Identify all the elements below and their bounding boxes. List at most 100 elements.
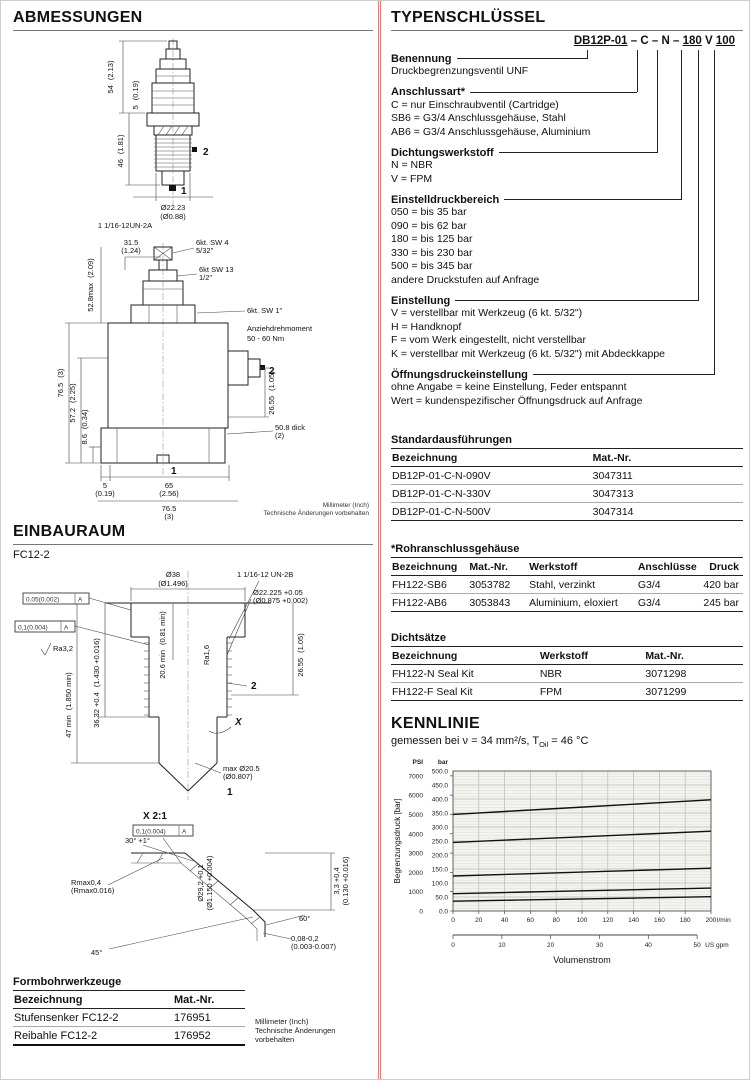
changes-note-line2: Technische Änderungen vorbehalten	[255, 1026, 336, 1044]
dim-46: 46(1.81)	[116, 134, 125, 167]
chart-lmin-tick-label: 140	[628, 917, 639, 924]
chart-curve-050	[452, 896, 712, 903]
dim-54: 54(2.13)	[106, 60, 115, 93]
column-header: Mat.-Nr.	[644, 646, 743, 665]
type-code-part: –	[669, 35, 683, 47]
table-cell: 245 bar	[700, 593, 743, 612]
chart-curve-330	[452, 830, 712, 844]
type-code-part: –	[627, 35, 641, 47]
chart-lmin-tick-label: 40	[501, 917, 509, 924]
thread-spec: 1 1/16-12UN-2A	[98, 221, 152, 230]
svg-text:0,05(0.002): 0,05(0.002)	[26, 597, 59, 604]
ts-section-title: Anschlussart*	[391, 86, 465, 98]
dim-47: 47 min(1.850 min)	[64, 672, 73, 738]
dim-dia29-2-inch: (Ø1.150 +0.004)	[205, 855, 214, 910]
type-code-part: 100	[715, 35, 735, 47]
chart-gpm-tick-label: 20	[547, 942, 555, 949]
dim-rmax-inch: (Rmax0.016)	[71, 886, 115, 895]
ts-section-title: Einstellung	[391, 294, 451, 307]
column-header: Bezeichnung	[391, 557, 469, 576]
torque-value: 50 - 60 Nm	[247, 334, 284, 343]
kennlinie-subtitle-sub: Oil	[539, 740, 549, 750]
chart-lmin-tick-label: 20	[475, 917, 483, 924]
svg-text:0,1(0.004): 0,1(0.004)	[18, 625, 48, 632]
table-cell: 3071298	[644, 664, 743, 683]
dim-max-dia: max Ø20.5	[223, 764, 260, 773]
dim-3-3-inch: (0.130 +0.016)	[341, 856, 350, 905]
type-code-part: DB12P-01	[573, 35, 628, 47]
ts-section-title-row: Dichtungswerkstoff	[391, 146, 743, 159]
thread-spec: 1 1/16-12 UN-2B	[237, 570, 293, 579]
table-cell: NBR	[538, 664, 645, 683]
column-divider	[378, 1, 381, 1079]
dim-31-5-inch: (1.24)	[121, 246, 141, 255]
left-column: ABMESSUNGEN	[13, 9, 373, 1046]
dichtsaetze-title: Dichtsätze	[391, 632, 447, 644]
dimension-lines	[119, 40, 213, 201]
dim-0-08-inch: (0.003-0.007)	[291, 942, 337, 951]
ts-section-title: Einstelldruckbereich	[391, 193, 500, 206]
chart-y-title: Begrenzungsdruck [bar]	[393, 799, 402, 884]
type-code: DB12P-01 – C – N – 180 V 100	[391, 35, 743, 52]
chart-lmin-axis-label: l/min	[717, 917, 731, 924]
chart-bar-tick-label: 50.0	[435, 895, 448, 902]
ts-item: andere Druckstufen auf Anfrage	[391, 273, 540, 286]
formbohrwerkzeuge-title: Formbohrwerkzeuge	[13, 976, 122, 988]
chart-bar-tick-label: 200.0	[432, 853, 449, 860]
ts-item: 180 = bis 125 bar	[391, 233, 473, 245]
chart-bar-tick-label: 150.0	[432, 867, 449, 874]
dim-dia22: Ø22.225 +0.05	[253, 588, 303, 597]
dim-65: 65	[165, 481, 173, 490]
chart-lmin-tick-label: 120	[602, 917, 613, 924]
ts-item: V = verstellbar mit Werkzeug (6 kt. 5/32…	[391, 307, 583, 319]
ts-item: H = Handknopf	[391, 320, 462, 333]
standard-title: Standardausführungen	[391, 434, 513, 446]
chart-bar-tick-label: 350.0	[432, 811, 449, 818]
ts-item: C = nur Einschraubventil (Cartridge)	[391, 98, 559, 111]
ts-connector-vline	[698, 50, 699, 301]
valve-body-outline	[100, 246, 265, 464]
kennlinie-heading: KENNLINIE	[391, 715, 743, 734]
einbauraum-title: EINBAURAUM	[13, 523, 126, 540]
table-cell: 3047313	[591, 484, 743, 503]
chart-bar-tick-label: 450.0	[432, 783, 449, 790]
chart-lmin-tick-label: 100	[577, 917, 588, 924]
dim-26-55: 26.55(1.05)	[296, 633, 305, 677]
chart-psi-tick-label: 6000	[409, 793, 424, 800]
ts-connector-hline	[532, 374, 714, 375]
chart-psi-tick-label: 3000	[409, 851, 424, 858]
fc12-2-label: FC12-2	[13, 549, 50, 561]
table-cell: DB12P-01-C-N-500V	[391, 502, 592, 521]
table-cell: 176952	[173, 1026, 245, 1046]
chart-psi-tick-label: 5000	[409, 812, 424, 819]
column-header: Mat.-Nr.	[468, 557, 529, 576]
dim-dia29-2: Ø29,2 +0,1	[196, 864, 205, 901]
dimension-lines	[65, 247, 274, 502]
ts-item: F = vom Werk eingestellt, nicht verstell…	[391, 334, 587, 346]
column-header: Anschlüsse	[636, 557, 701, 576]
drawing-valve-with-body: 31.5 (1.24) 6kt. SW 4 5/32" 6kt SW 13 1/…	[56, 238, 369, 521]
dim-rmax: Rmax0,4	[71, 878, 101, 887]
dim-max-dia-inch: (Ø0.807)	[223, 772, 253, 781]
chart-curve-090	[452, 887, 712, 895]
table-cell: 176951	[173, 1008, 245, 1027]
dim-3-3: 3,3 +0,4	[332, 867, 341, 894]
chart-psi-tick-label: 4000	[409, 831, 424, 838]
table-cell: FH122-N Seal Kit	[391, 664, 539, 683]
dim-20-6: 20.6 min(0.81 min)	[158, 611, 167, 679]
detail-dimension-lines	[107, 837, 335, 950]
kennlinie-subtitle-post: = 46 °C	[548, 735, 589, 747]
units-note-line1: Millimeter (Inch)	[255, 1017, 309, 1026]
chart-bar-axis-label: bar	[438, 759, 449, 766]
